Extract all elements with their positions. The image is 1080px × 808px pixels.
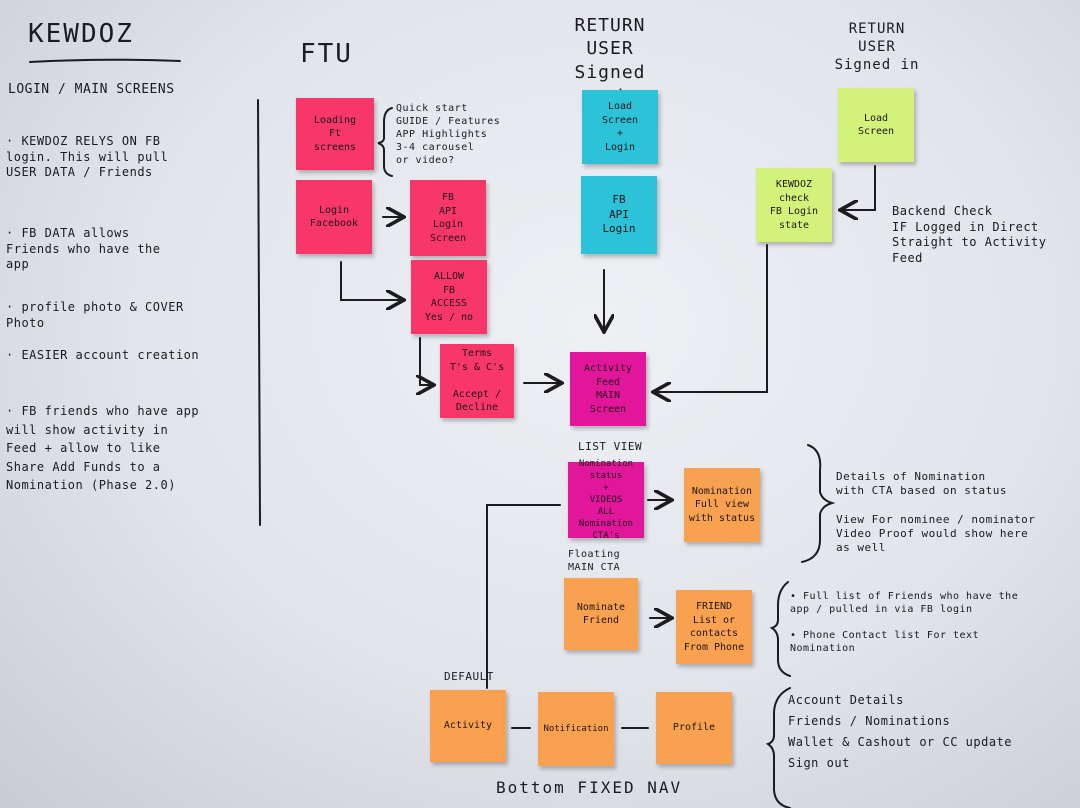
- bullet-item: · FB friends who have app will show acti…: [6, 404, 200, 493]
- fb-api-login-note: FB API Login: [581, 176, 657, 254]
- login-facebook-note: Login Facebook: [296, 180, 372, 254]
- friends-brace: [769, 581, 791, 677]
- details-annotation: Details of Nomination with CTA based on …: [836, 470, 1036, 555]
- arrow-allow-terms: [420, 337, 432, 385]
- fb-api-login-screen-note: FB API Login Screen: [410, 180, 486, 256]
- nav-notification-note: Notification: [538, 692, 614, 766]
- bullet-item: · KEWDOZ RELYS ON FB login. This will pu…: [6, 134, 169, 180]
- friend-list-note: FRIEND List or contacts From Phone: [676, 590, 752, 664]
- nomination-full-view-note: Nomination Full view with status: [684, 468, 760, 542]
- default-label: DEFAULT: [444, 670, 494, 683]
- quick-start-annotation: Quick start GUIDE / Features APP Highlig…: [396, 103, 501, 166]
- loading-screens-note: Loading Ft screens: [296, 98, 374, 170]
- arrow-load-check: [842, 165, 876, 210]
- load-screen-note: Load Screen: [838, 88, 914, 162]
- bottom-nav-label: Bottom FIXED NAV: [496, 778, 683, 797]
- bullet-item: · EASIER account creation: [6, 348, 200, 362]
- line-list-default: [486, 504, 561, 689]
- panel-divider: [257, 99, 261, 526]
- arrow-login-allow: [340, 261, 402, 300]
- load-screen-login-note: Load Screen + Login: [582, 90, 658, 164]
- panel-subtitle: LOGIN / MAIN SCREENS: [8, 82, 175, 97]
- allow-fb-access-note: ALLOW FB ACCESS Yes / no: [411, 260, 487, 334]
- account-annotation: Account Details Friends / Nominations Wa…: [788, 693, 1013, 770]
- nominate-friend-note: Nominate Friend: [564, 578, 638, 650]
- friends-list-annotation: • Full list of Friends who have the app …: [790, 591, 1019, 654]
- details-brace: [801, 444, 836, 563]
- backend-check-annotation: Backend Check IF Logged in Direct Straig…: [892, 204, 1047, 265]
- nav-profile-note: Profile: [656, 692, 732, 764]
- list-view-label: LIST VIEW: [578, 440, 643, 453]
- return-user-signed-in-header: RETURN USER Signed in: [834, 21, 920, 74]
- ftu-header: FTU: [300, 39, 353, 69]
- activity-feed-note: Activity Feed MAIN Screen: [570, 352, 646, 426]
- quick-start-brace: [377, 107, 393, 177]
- nav-activity-note: Activity: [430, 690, 506, 762]
- floating-cta-label: Floating MAIN CTA: [568, 549, 621, 573]
- bullet-item: · FB DATA allows Friends who have the ap…: [6, 226, 161, 272]
- arrow-check-feed: [655, 244, 768, 392]
- title-underline: [29, 58, 181, 63]
- terms-note: Terms T's & C's Accept / Decline: [440, 344, 514, 418]
- bullet-item: · profile photo & COVER Photo: [6, 300, 184, 330]
- account-brace: [765, 687, 791, 808]
- kewdoz-check-note: KEWDOZ check FB Login state: [756, 168, 832, 242]
- nomination-status-note: Nomination status + VIDEOS ALL Nominatio…: [568, 459, 644, 541]
- app-title: KEWDOZ: [28, 19, 134, 49]
